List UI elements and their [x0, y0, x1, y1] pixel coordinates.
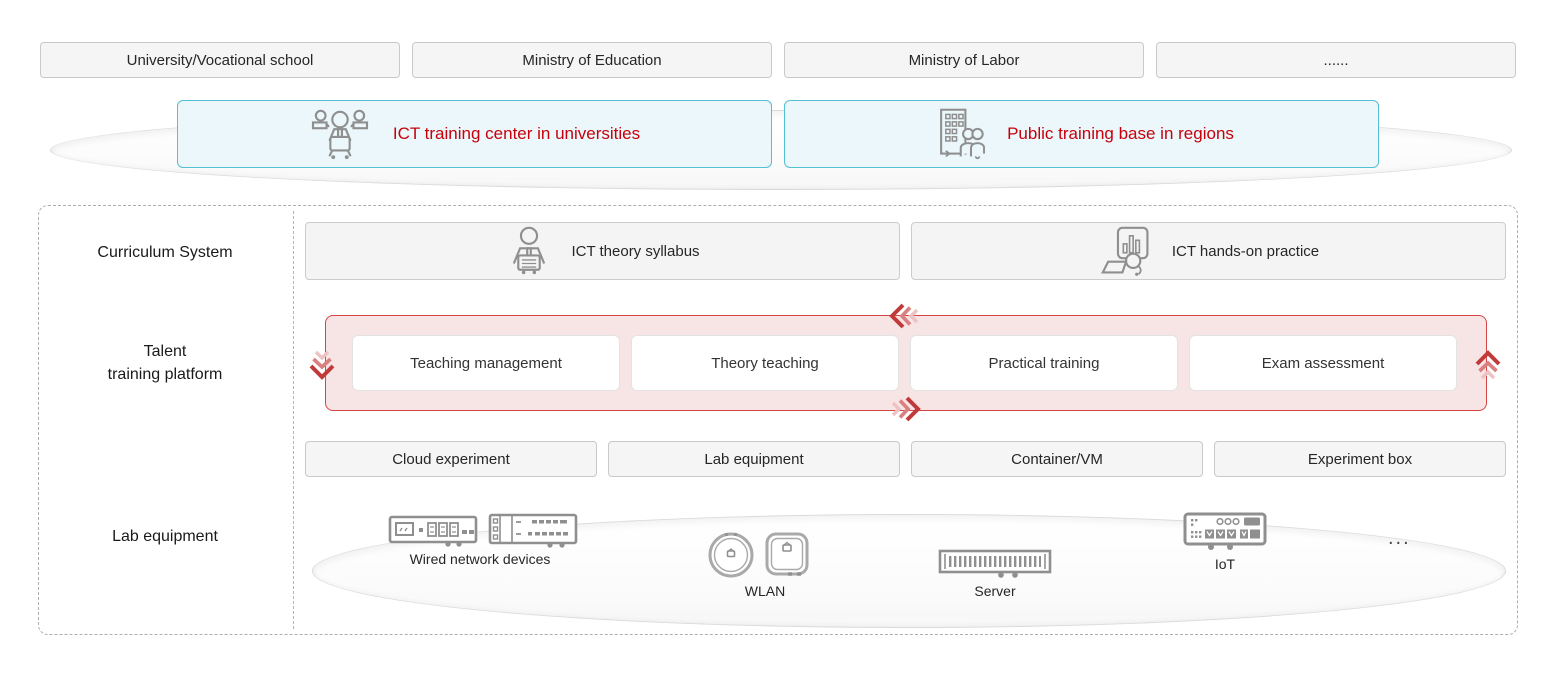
stakeholder-box-others: ...... — [1156, 42, 1516, 78]
cycle-arrow-down-icon — [307, 349, 337, 383]
infra-box-experiment-box: Experiment box — [1214, 441, 1506, 477]
trainer-group-icon — [309, 107, 371, 161]
stakeholder-box-ministry-labor: Ministry of Labor — [784, 42, 1144, 78]
platform-box-exam-assessment: Exam assessment — [1189, 335, 1457, 391]
device-ellipsis: ... — [1388, 527, 1411, 549]
infra-box-lab-equipment: Lab equipment — [608, 441, 900, 477]
server-icon — [938, 548, 1052, 578]
platform-container — [38, 205, 1518, 635]
stakeholder-box-ministry-education: Ministry of Education — [412, 42, 772, 78]
row-label-lab-equipment: Lab equipment — [112, 528, 218, 545]
device-label-wlan: WLAN — [744, 583, 786, 599]
entry-box-ict-training-center: ICT training center in universities — [177, 100, 772, 168]
stakeholder-box-university: University/Vocational school — [40, 42, 400, 78]
row-label-curriculum-system: Curriculum System — [97, 244, 233, 261]
row-label-line2: training platform — [107, 366, 223, 383]
infra-box-cloud-experiment: Cloud experiment — [305, 441, 597, 477]
curriculum-box-hands-on-practice: ICT hands-on practice — [911, 222, 1506, 280]
chart-practice-icon — [1098, 226, 1154, 276]
cycle-arrow-left-icon — [886, 301, 920, 331]
curriculum-box-theory-syllabus: ICT theory syllabus — [305, 222, 900, 280]
router-icon — [388, 515, 480, 549]
row-label-line1: Talent — [143, 343, 187, 360]
platform-box-theory-teaching: Theory teaching — [631, 335, 899, 391]
switch-icon — [488, 513, 580, 549]
access-point-round-icon — [706, 530, 756, 580]
label-column-divider — [293, 211, 294, 629]
entry-box-label: ICT training center in universities — [392, 124, 641, 143]
access-point-square-icon — [764, 532, 810, 578]
infra-box-container-vm: Container/VM — [911, 441, 1203, 477]
curriculum-box-label: ICT hands-on practice — [1171, 242, 1320, 260]
device-label-iot: IoT — [1214, 556, 1236, 572]
building-people-icon — [929, 107, 986, 161]
platform-box-teaching-management: Teaching management — [352, 335, 620, 391]
curriculum-box-label: ICT theory syllabus — [571, 242, 700, 260]
entry-box-public-training-base: Public training base in regions — [784, 100, 1379, 168]
platform-box-practical-training: Practical training — [910, 335, 1178, 391]
device-label-wired: Wired network devices — [409, 551, 551, 567]
cycle-arrow-up-icon — [1473, 347, 1503, 381]
entry-box-label: Public training base in regions — [1007, 124, 1234, 143]
device-label-server: Server — [974, 583, 1016, 599]
row-label-talent-training-platform: Talent training platform — [40, 340, 290, 386]
iot-gateway-icon — [1183, 508, 1267, 552]
lecturer-icon — [505, 226, 553, 276]
cycle-arrow-right-icon — [890, 394, 924, 424]
